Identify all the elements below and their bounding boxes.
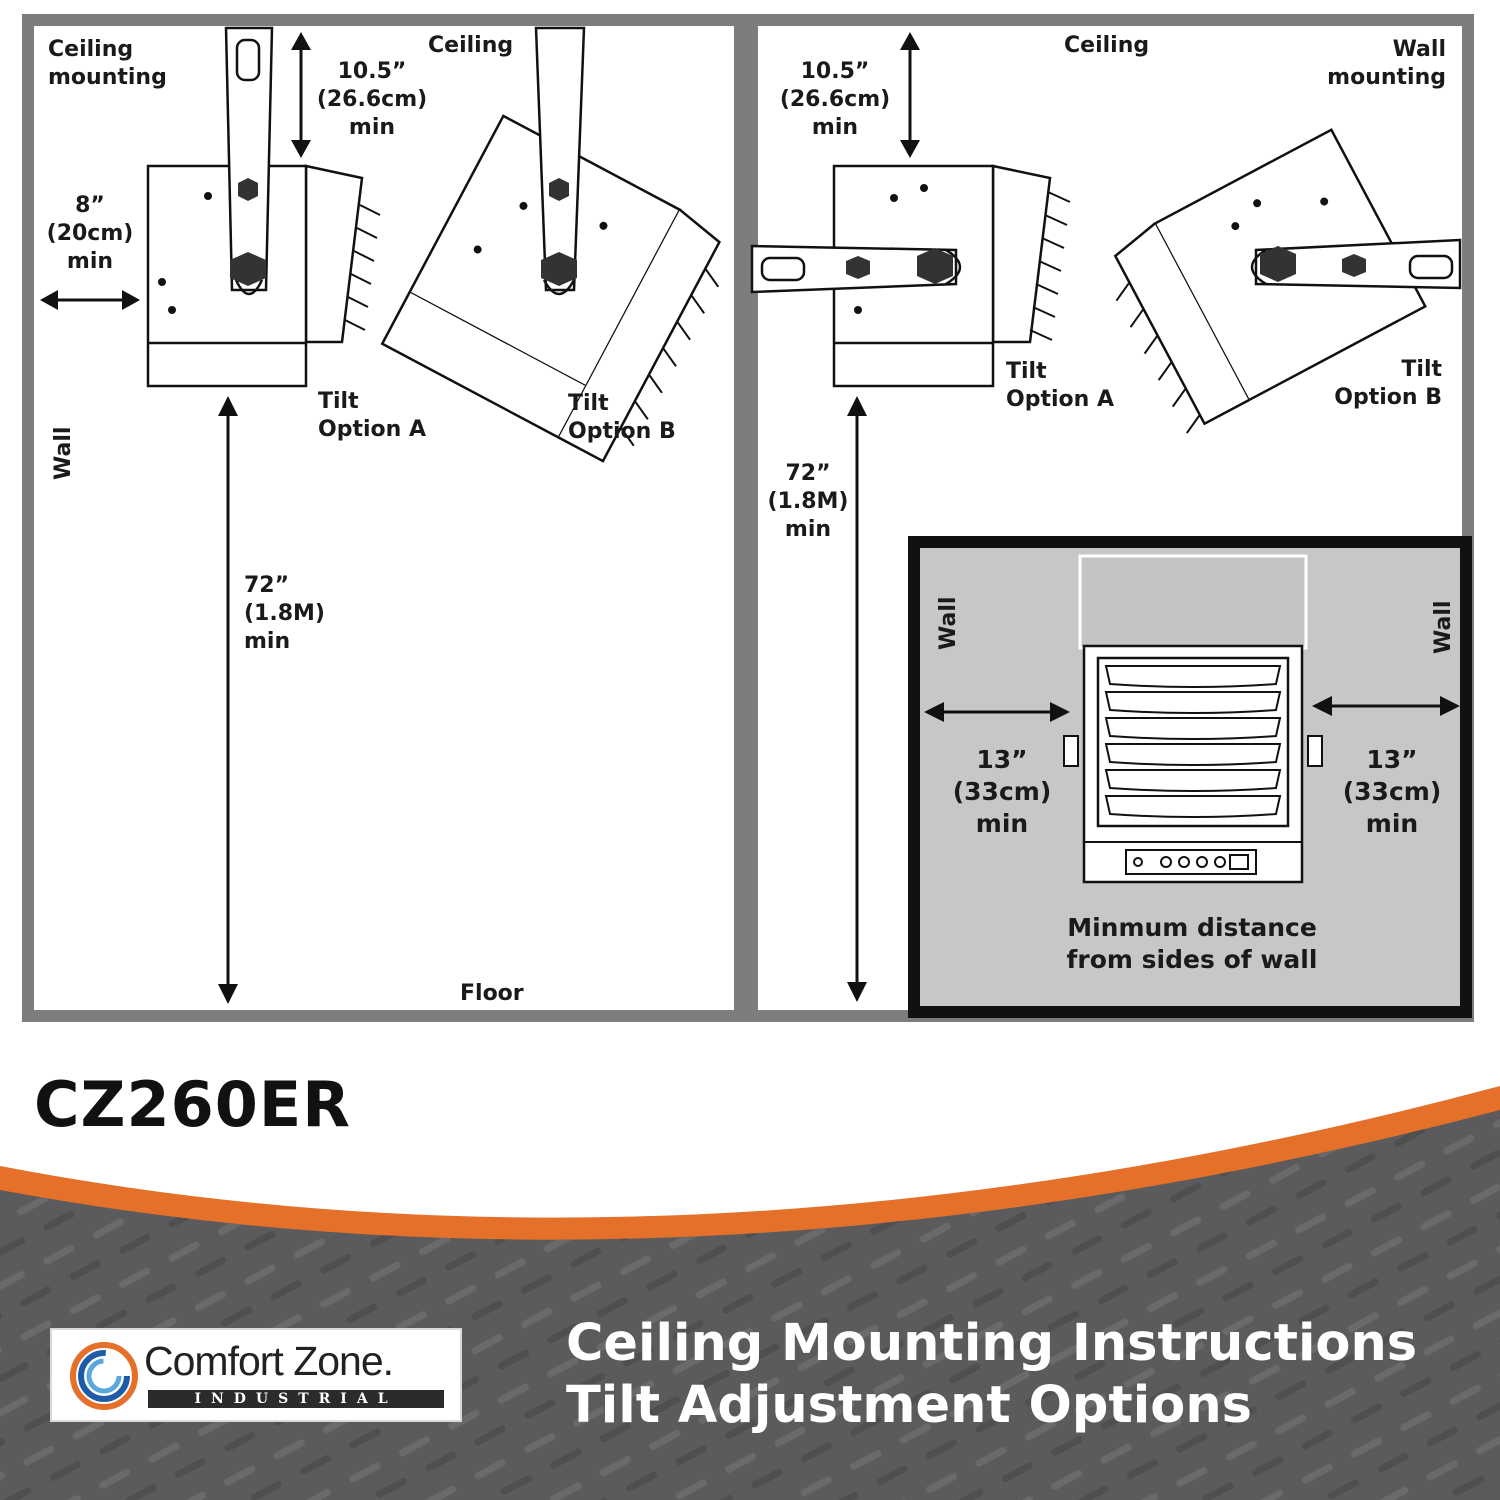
brand-name: Comfort Zone. — [144, 1338, 394, 1384]
tilt-option-b-label: Tilt — [1401, 357, 1442, 382]
tilt-option-b-label: Option B — [568, 419, 676, 444]
wall-hatch — [1029, 191, 1071, 341]
inset-caption: from sides of wall — [1067, 945, 1318, 974]
tilt-option-a-label: Tilt — [318, 389, 359, 414]
top-clearance-label: (26.6cm) — [780, 87, 890, 112]
brand-logo: Comfort Zone. INDUSTRIAL — [50, 1328, 462, 1422]
top-clearance-label: 10.5” — [801, 59, 870, 84]
dimension-arrows — [924, 696, 1460, 722]
top-clearance-label: 10.5” — [338, 59, 407, 84]
model-number: CZ260ER — [34, 1068, 351, 1141]
knob-icon — [541, 252, 577, 286]
bolt-icon — [846, 256, 870, 279]
wall-label: Wall — [1431, 601, 1456, 654]
bracket-b — [534, 26, 586, 292]
heater-body-a — [146, 164, 308, 388]
knob-icon — [230, 252, 266, 286]
ceiling-mounting-panel: Ceiling mounting Ceiling 10.5” (26.6cm) … — [22, 14, 746, 1022]
footer-banner — [0, 1086, 1500, 1500]
tilt-option-a-label: Option A — [318, 417, 426, 442]
top-clearance-label: min — [349, 115, 395, 140]
side-clearance-label: 8” — [75, 193, 105, 218]
wall-mounting-label: Wall — [1393, 37, 1446, 62]
brand-subtitle: INDUSTRIAL — [194, 1391, 398, 1407]
left-clearance-label: 13” — [976, 745, 1027, 774]
ceiling-label: Ceiling — [1064, 33, 1149, 58]
left-panel-frame — [22, 14, 746, 1022]
ceiling-mounting-label: mounting — [48, 65, 167, 90]
bolt-icon — [1342, 254, 1366, 277]
knob-icon — [1260, 246, 1296, 282]
tilt-option-a-label: Tilt — [1006, 359, 1047, 384]
wall-hatch — [344, 204, 381, 331]
wall-label: Wall — [936, 597, 961, 650]
side-clearance-inset: Wall Wall 13” (33cm) min 13” (33cm) min … — [908, 536, 1472, 1018]
side-clearance-label: min — [67, 249, 113, 274]
left-clearance-label: min — [976, 809, 1028, 838]
floor-clearance-label: min — [785, 517, 831, 542]
dimension-arrows — [40, 32, 311, 1004]
top-clearance-label: (26.6cm) — [317, 87, 427, 112]
banner-title-line2: Tilt Adjustment Options — [566, 1376, 1252, 1435]
bolt-icon — [238, 178, 258, 201]
floor-clearance-label: min — [244, 629, 290, 654]
floor-clearance-label: (1.8M) — [768, 489, 849, 514]
floor-clearance-label: (1.8M) — [244, 601, 325, 626]
tilt-option-b-label: Option B — [1334, 385, 1442, 410]
right-clearance-label: (33cm) — [1343, 777, 1442, 806]
banner-title-line1: Ceiling Mounting Instructions — [566, 1314, 1418, 1373]
floor-clearance-label: 72” — [244, 573, 289, 598]
ceiling-label: Ceiling — [428, 33, 513, 58]
right-clearance-label: min — [1366, 809, 1418, 838]
side-clearance-label: (20cm) — [47, 221, 134, 246]
tilt-option-a-label: Option A — [1006, 387, 1114, 412]
wall-mounting-label: mounting — [1327, 65, 1446, 90]
knob-icon — [917, 248, 953, 284]
wall-label: Wall — [51, 427, 76, 480]
floor-clearance-label: 72” — [785, 461, 830, 486]
dimension-arrows — [847, 32, 920, 1002]
top-clearance-label: min — [812, 115, 858, 140]
tilt-option-b-label: Tilt — [568, 391, 609, 416]
brand-subbar — [148, 1390, 444, 1408]
bracket-a — [224, 26, 274, 292]
left-clearance-label: (33cm) — [953, 777, 1052, 806]
swirl-logo-icon — [70, 1342, 138, 1410]
right-clearance-label: 13” — [1366, 745, 1417, 774]
floor-label: Floor — [460, 981, 524, 1006]
inset-caption: Minmum distance — [1067, 913, 1317, 942]
bolt-icon — [549, 178, 569, 201]
control-panel — [1125, 849, 1257, 875]
ceiling-mounting-label: Ceiling — [48, 37, 133, 62]
